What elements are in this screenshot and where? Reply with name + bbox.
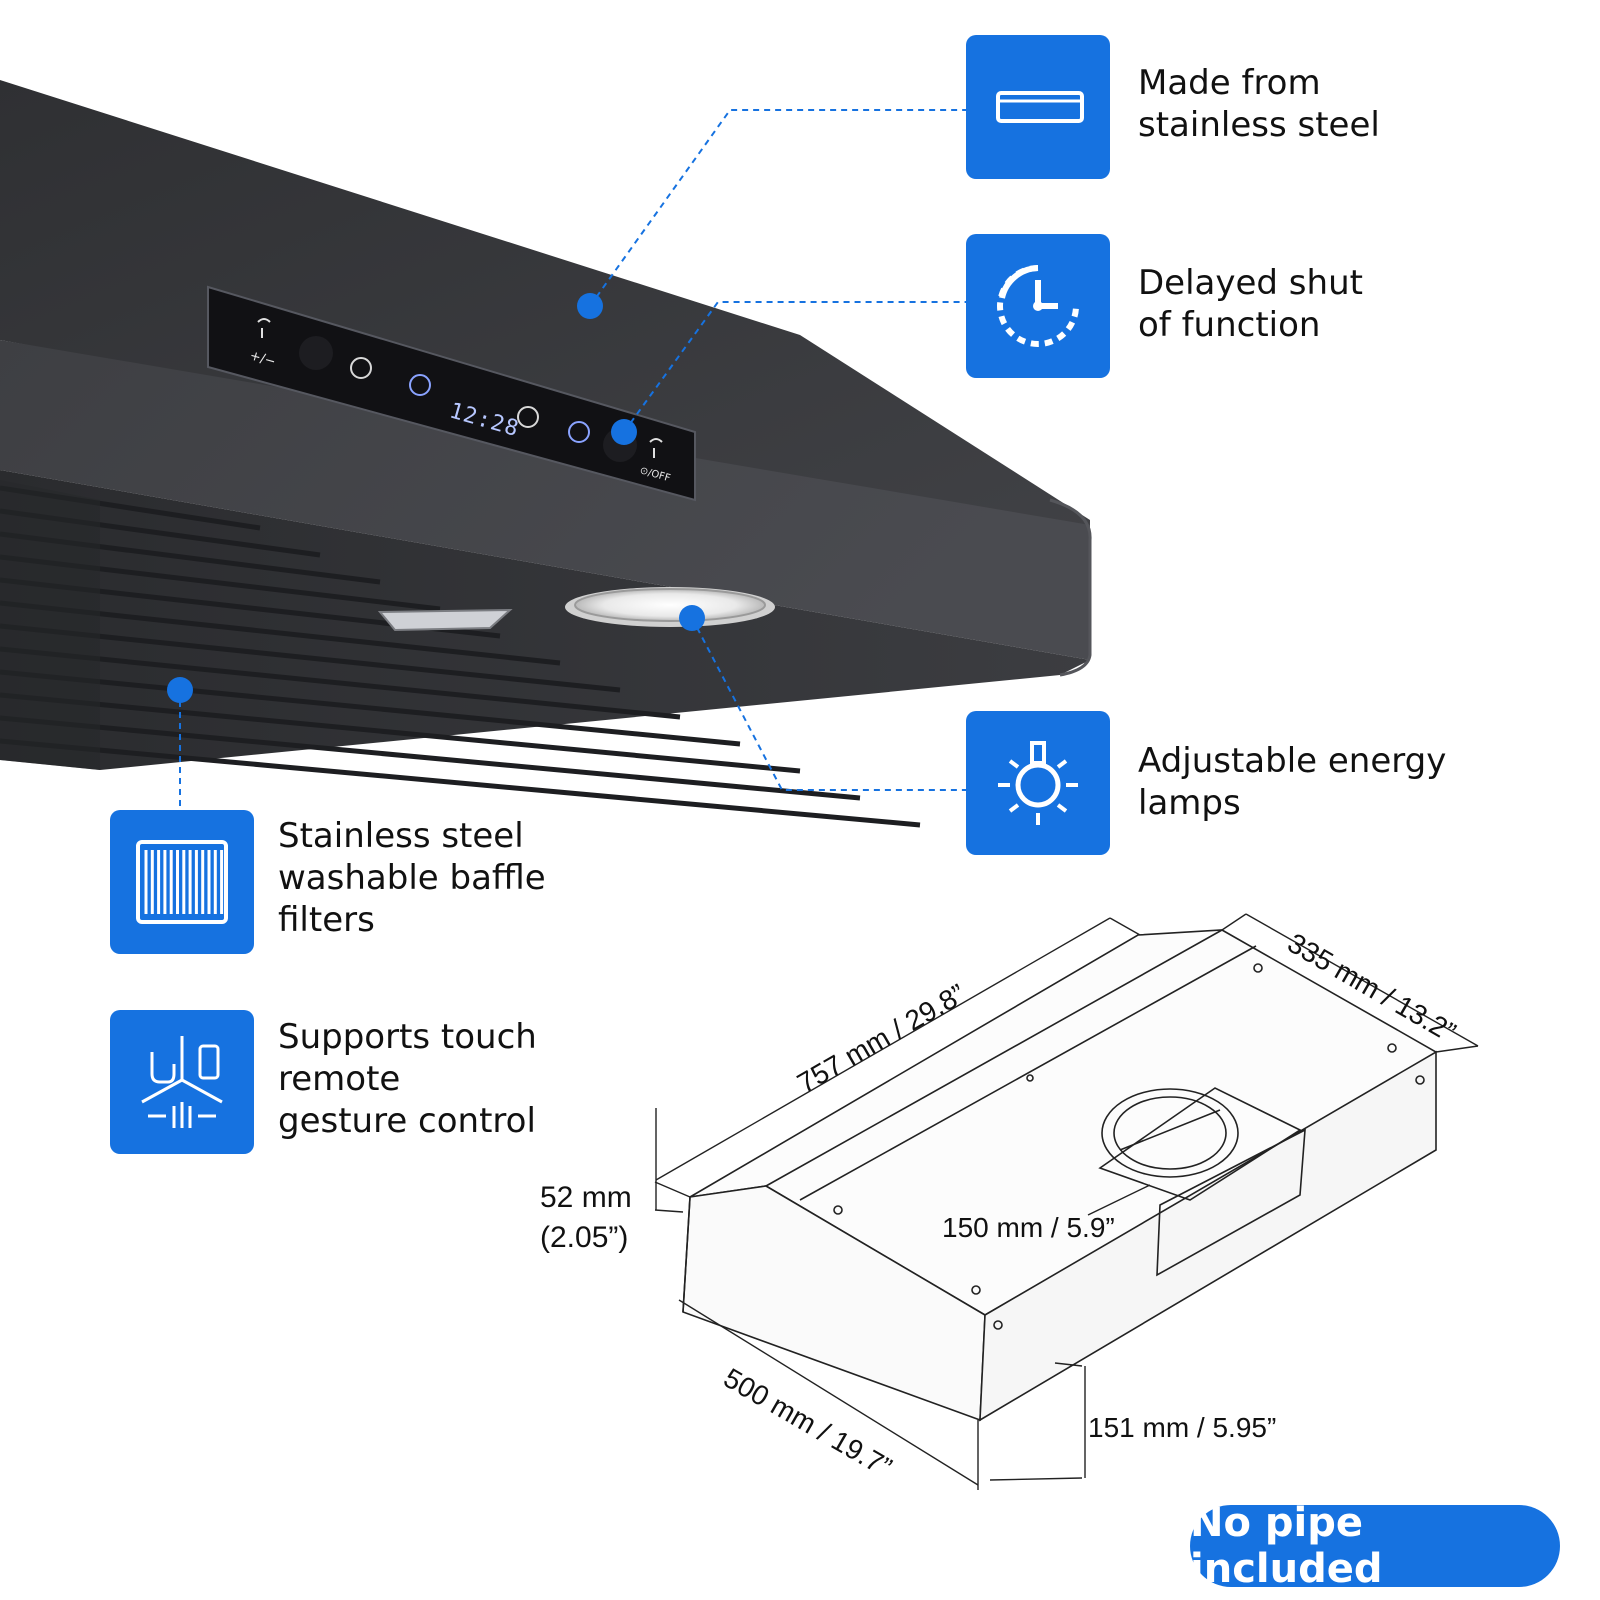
feature-label-filter: Stainless steel washable baffle filters [278,816,546,940]
dimension-height: 151 mm / 5.95” [1088,1412,1277,1443]
light-button-icon[interactable] [409,374,431,396]
fan-button-icon[interactable] [517,406,539,428]
range-hood-photo [0,80,1092,828]
timer-tile [966,234,1110,378]
dimension-drawing [682,929,1438,1422]
control-panel [207,285,696,502]
dimension-lines [654,913,1479,1490]
feature-label-lamp: Adjustable energy lamps [1138,741,1447,823]
baffle-filter-icon [136,840,228,924]
filter-handle [377,608,513,632]
touch-remote-gesture-icon [141,1036,223,1128]
stainless-sheet-tile [966,35,1110,179]
gesture-right-icon [649,438,663,458]
lamp-tile [966,711,1110,855]
feature-label-timer: Delayed shut of function [1138,263,1363,345]
leader-lines [179,109,966,808]
power-button-icon[interactable] [568,421,590,443]
filter-tile [110,810,254,954]
feature-label-stainless: Made from stainless steel [1138,63,1380,145]
timer-button-icon[interactable] [350,357,372,379]
timer-clock-icon [997,265,1079,347]
dimension-outlet: 150 mm / 5.9” [942,1212,1115,1243]
control-tile [110,1010,254,1154]
stainless-sheet-icon [996,91,1084,123]
no-pipe-badge: No pipe included [1190,1500,1560,1592]
lamp-bulb-icon [998,741,1078,825]
dimension-front-height: 52 mm (2.05”) [540,1181,632,1254]
lamp [377,587,775,632]
gesture-left-icon [257,318,271,338]
feature-label-control: Supports touch remote gesture control [278,1017,537,1141]
callout-dots [167,293,705,703]
